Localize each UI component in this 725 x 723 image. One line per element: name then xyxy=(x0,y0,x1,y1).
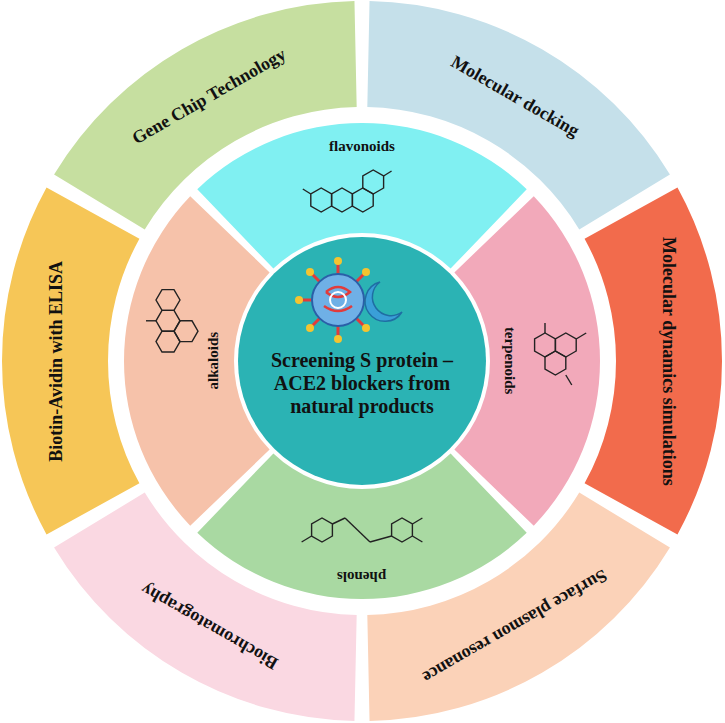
shape-fill xyxy=(238,237,486,485)
segment-label: Gene Chip Technology xyxy=(128,44,289,149)
shape-fill xyxy=(367,1,670,229)
segment-label: Molecular dynamics simulations xyxy=(658,237,679,486)
shape-fill xyxy=(454,196,600,525)
segment-label: Molecular docking xyxy=(447,51,582,141)
segment-label: flavonoids xyxy=(329,138,395,155)
shape-fill xyxy=(2,188,139,535)
segment-label: Surface plasmon resonance xyxy=(419,565,611,688)
center-title: Screening S protein – ACE2 blockers from… xyxy=(257,349,467,418)
molecule-structures xyxy=(146,170,586,542)
shape-fill xyxy=(585,188,722,535)
shape-fill xyxy=(124,196,270,525)
segment-label: alkaloids xyxy=(205,332,222,390)
segment-label: Biochromatography xyxy=(137,578,281,673)
shape-fill xyxy=(197,123,526,269)
segment-label: Biotin-Avidin with ELISA xyxy=(46,261,67,462)
shape-fill xyxy=(54,493,357,721)
shape-fill xyxy=(367,493,670,721)
shape-fill xyxy=(197,453,526,599)
segment-label: terpenoids xyxy=(501,327,518,395)
segment-label: phenols xyxy=(337,568,386,585)
shape-fill xyxy=(54,1,357,229)
virus-icon xyxy=(295,257,402,343)
